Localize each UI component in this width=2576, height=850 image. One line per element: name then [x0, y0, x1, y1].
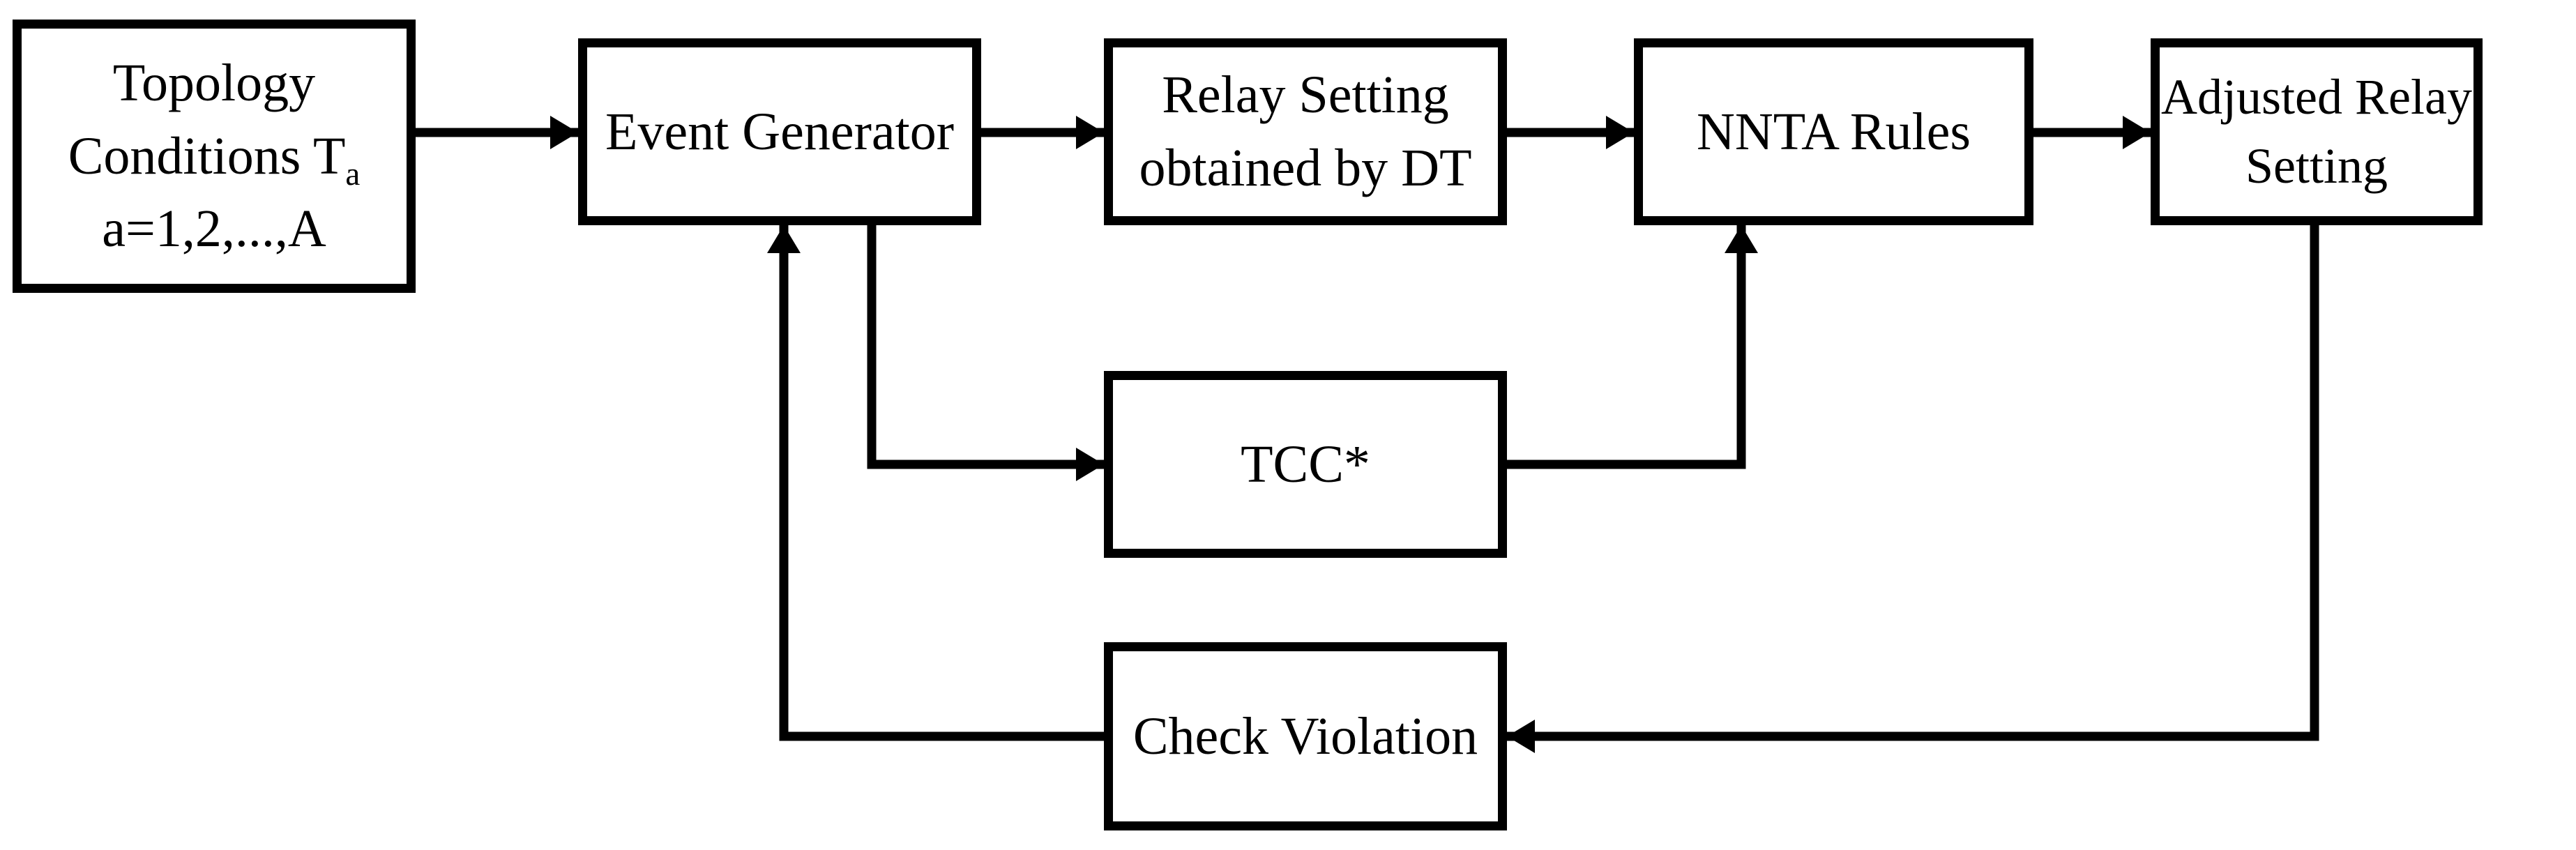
topology-line-1: Topology [112, 53, 316, 112]
node-nnta-rules: NNTA Rules [1634, 38, 2033, 225]
check-violation-label: Check Violation [1132, 706, 1478, 766]
node-relay-setting-obtained-by-dt: Relay Setting obtained by DT [1104, 38, 1507, 225]
topology-line-2: Conditions Ta [68, 120, 361, 193]
topology-line-2-main: Conditions T [68, 126, 346, 185]
topology-line-3: a=1,2,...,A [102, 199, 326, 259]
relay-setting-line-1: Relay Setting [1162, 66, 1449, 125]
edge-event-generator-to-tcc [867, 225, 1104, 481]
relay-setting-line-2: obtained by DT [1139, 139, 1472, 197]
node-tcc: TCC* [1104, 371, 1507, 558]
tcc-label: TCC* [1241, 434, 1370, 494]
edge-tcc-to-nnta-rules [1507, 225, 1758, 469]
nnta-rules-label: NNTA Rules [1697, 102, 1971, 161]
topology-subscript: a [345, 155, 361, 192]
node-topology-conditions: Topology Conditions Ta a=1,2,...,A [13, 20, 416, 293]
event-generator-label: Event Generator [605, 102, 955, 161]
adjusted-relay-line-1: Adjusted Relay [2161, 68, 2472, 125]
adjusted-relay-line-2: Setting [2245, 138, 2388, 194]
edge-check-violation-to-event-generator [767, 225, 1104, 741]
node-event-generator: Event Generator [578, 38, 981, 225]
edge-adjusted-relay-to-check-violation [1507, 225, 2319, 753]
node-adjusted-relay-setting: Adjusted Relay Setting [2151, 38, 2483, 225]
node-check-violation: Check Violation [1104, 642, 1507, 830]
